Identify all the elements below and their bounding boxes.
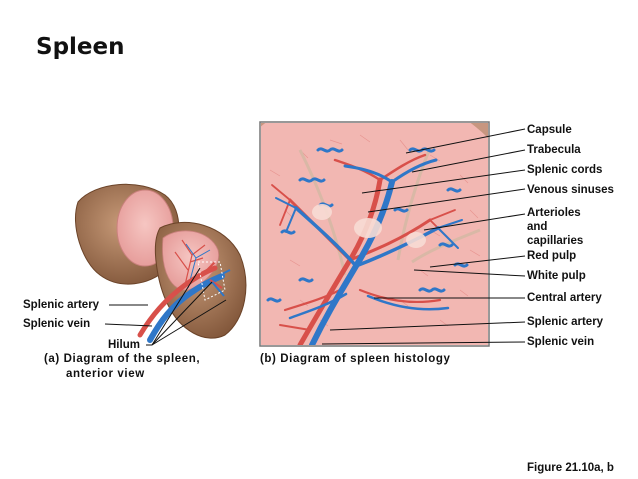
label-red-pulp: Red pulp <box>527 250 577 262</box>
spleen-anterior-drawing <box>74 183 247 343</box>
label-splenic-vein-b: Splenic vein <box>527 336 595 348</box>
caption-a-line2: anterior view <box>66 368 145 380</box>
leader-lines-left <box>104 267 227 346</box>
label-arterioles-line2: and <box>527 221 548 233</box>
label-venous-sinuses: Venous sinuses <box>527 184 614 196</box>
page-title: Spleen <box>36 34 125 60</box>
figure-reference: Figure 21.10a, b <box>527 462 614 474</box>
label-splenic-artery-b: Splenic artery <box>527 316 604 328</box>
label-capsule: Capsule <box>527 124 572 136</box>
label-splenic-vein-a: Splenic vein <box>23 318 91 330</box>
label-arterioles-line3: capillaries <box>527 235 584 247</box>
caption-b: (b) Diagram of spleen histology <box>260 353 451 365</box>
caption-a: (a) Diagram of the spleen, anterior view <box>44 352 200 382</box>
label-splenic-artery-a: Splenic artery <box>23 299 100 311</box>
leader-lines-right <box>321 128 526 345</box>
label-hilum: Hilum <box>108 339 140 351</box>
label-white-pulp: White pulp <box>527 270 586 282</box>
label-trabecula: Trabecula <box>527 144 581 156</box>
caption-a-line1: (a) Diagram of the spleen, <box>44 353 201 365</box>
label-arterioles-line1: Arterioles <box>527 207 581 219</box>
histology-drawing <box>259 121 490 347</box>
label-central-artery: Central artery <box>527 292 602 304</box>
label-splenic-cords: Splenic cords <box>527 164 603 176</box>
